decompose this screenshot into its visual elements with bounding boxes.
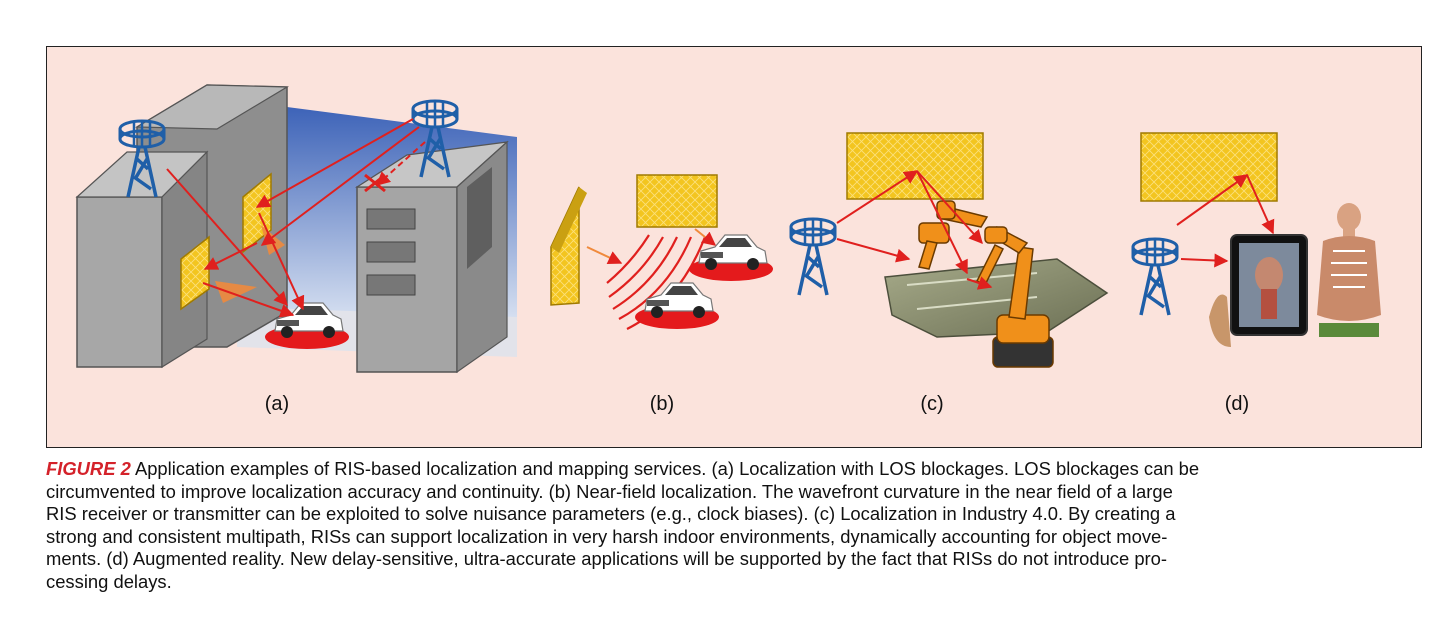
tablet-icon — [1230, 234, 1308, 336]
robot-arm-icon — [975, 225, 1054, 368]
figure-caption: FIGURE 2 Application examples of RIS-bas… — [46, 458, 1416, 594]
left-building-front — [76, 196, 163, 368]
panel-a-illustration — [75, 84, 517, 374]
caption-line: strong and consistent multipath, RISs ca… — [46, 525, 1168, 547]
caption-text: Application examples of RIS-based locali… — [134, 458, 1200, 479]
caption-line: circumvented to improve localization acc… — [46, 480, 1173, 502]
anatomy-model-icon — [1317, 203, 1381, 337]
cell-tower-icon — [789, 217, 837, 297]
caption-line: FIGURE 2 Application examples of RIS-bas… — [46, 458, 1416, 481]
car-icon — [688, 234, 774, 282]
car-body-part — [884, 258, 1109, 338]
caption-line: RIS receiver or transmitter can be explo… — [46, 503, 1176, 525]
figure-illustration — [75, 84, 1381, 374]
ris-panel-icon — [180, 235, 210, 311]
panel-label-a: (a) — [264, 393, 290, 415]
blocked-path-icon — [364, 173, 386, 193]
ris-panel-icon — [1140, 132, 1278, 202]
ris-panel-icon — [846, 132, 984, 200]
caption-line: ments. (d) Augmented reality. New delay-… — [46, 548, 1168, 570]
cell-tower-icon — [1131, 237, 1179, 317]
caption-line: cessing delays. — [46, 570, 172, 592]
panel-c-illustration — [789, 132, 1109, 368]
panel-d-illustration — [1131, 132, 1381, 347]
car-icon — [634, 282, 720, 330]
panel-label-b: (b) — [649, 393, 675, 415]
ris-panel-icon — [636, 174, 718, 228]
figure-panel: (a) (b) (c) (d) — [46, 46, 1422, 448]
robot-arm-icon — [918, 200, 989, 270]
panel-label-c: (c) — [920, 393, 944, 415]
hand — [1209, 294, 1231, 347]
figure-label: FIGURE 2 — [46, 458, 131, 479]
panel-b-illustration — [550, 174, 774, 330]
panel-label-d: (d) — [1224, 393, 1250, 415]
